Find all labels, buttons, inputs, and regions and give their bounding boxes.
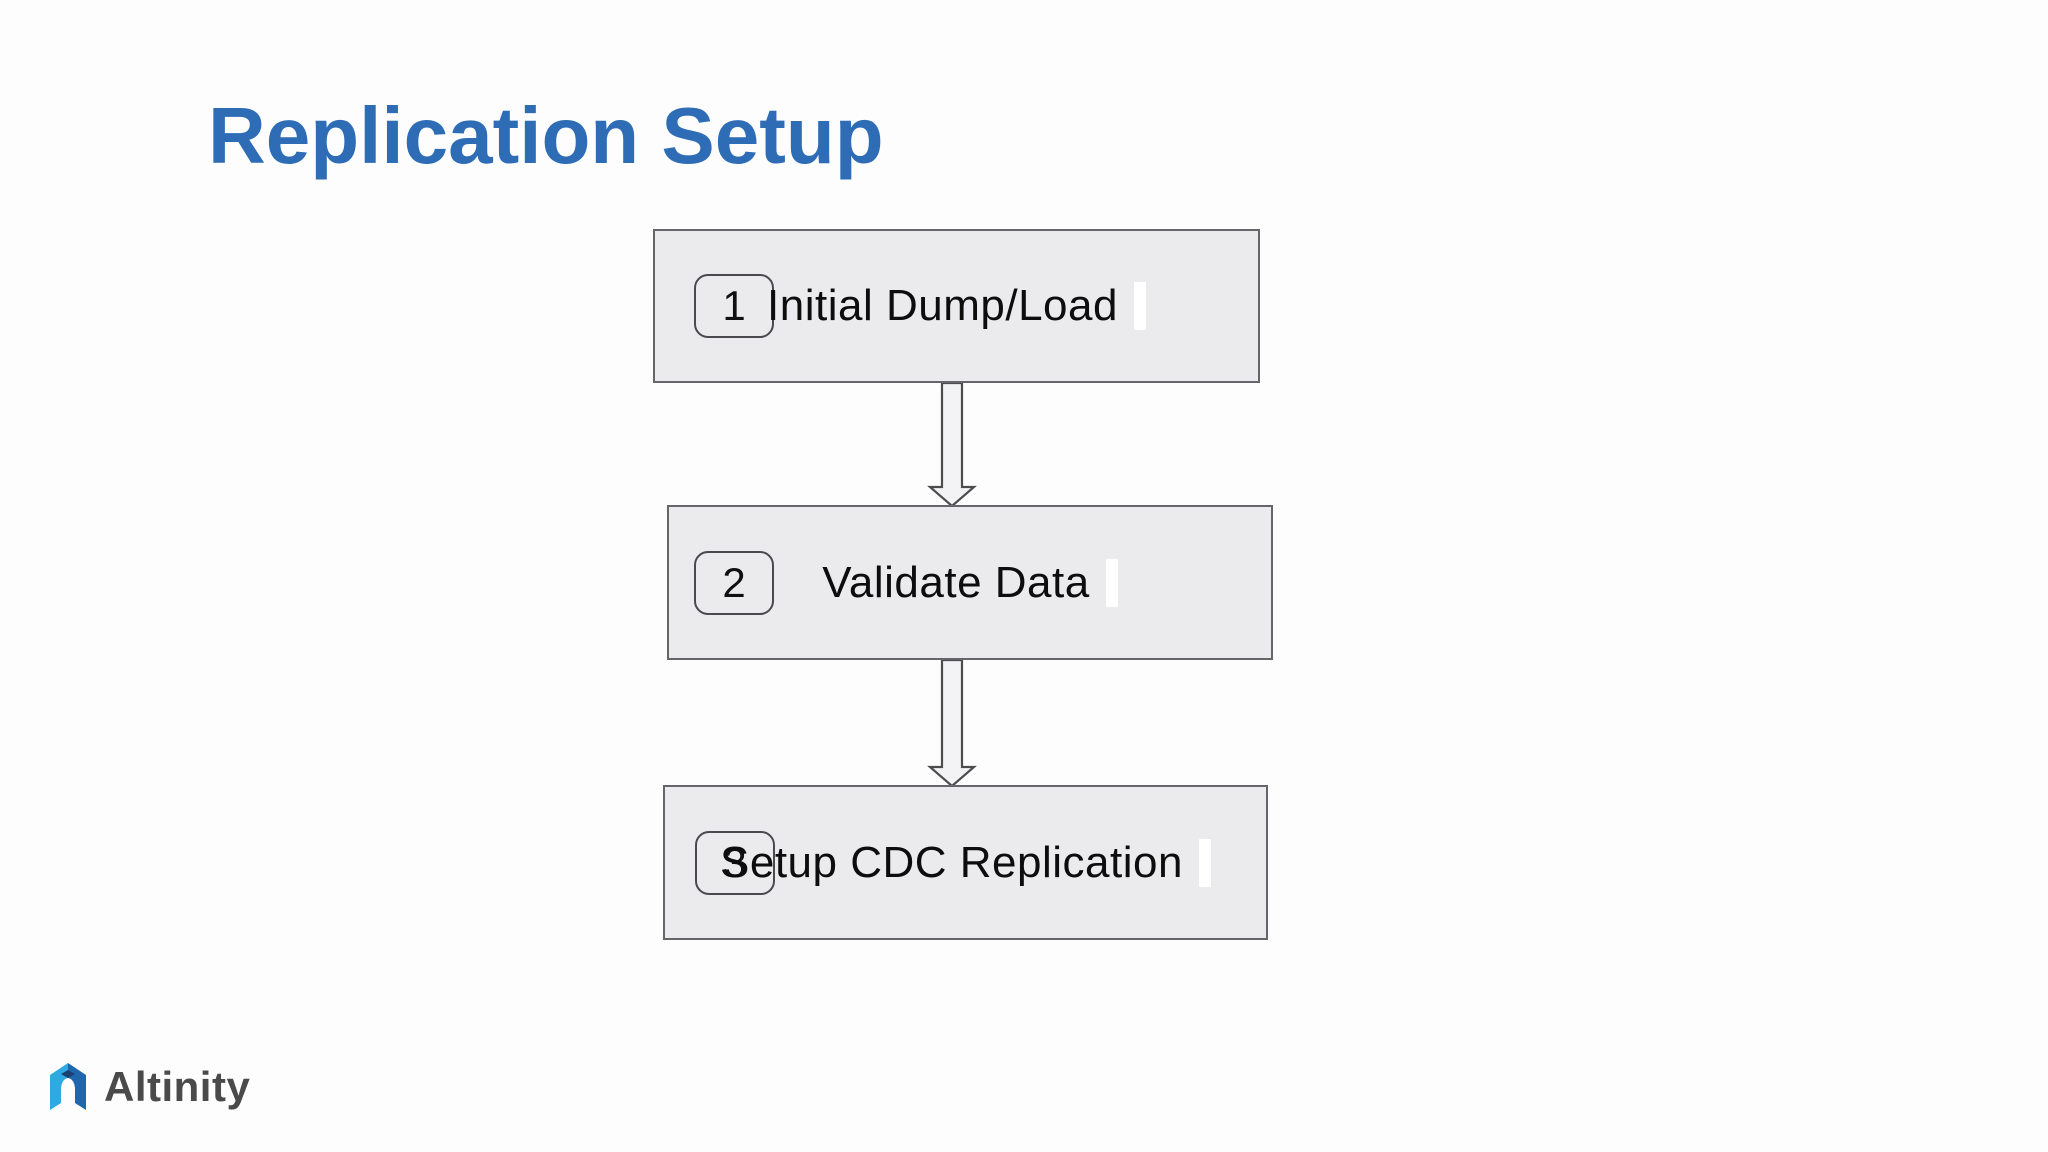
step-number-badge: 1 bbox=[694, 274, 774, 338]
step-label-wrap: Validate Data bbox=[669, 507, 1271, 658]
altinity-wordmark: Altinity bbox=[104, 1063, 251, 1110]
cursor-artifact bbox=[1198, 838, 1211, 887]
flow-step-3: 3 Setup CDC Replication bbox=[663, 785, 1268, 940]
down-arrow-icon bbox=[908, 660, 996, 787]
step-label: Validate Data bbox=[822, 557, 1090, 607]
cursor-artifact bbox=[1105, 558, 1118, 607]
flow-step-1: 1 Initial Dump/Load bbox=[653, 229, 1260, 383]
step-label: Initial Dump/Load bbox=[767, 281, 1118, 330]
page-title: Replication Setup bbox=[208, 90, 884, 180]
flow-step-2: 2 Validate Data bbox=[667, 505, 1273, 660]
down-arrow-icon bbox=[908, 383, 996, 507]
altinity-logo: Altinity bbox=[48, 1062, 250, 1112]
step-number-badge: 3 bbox=[695, 830, 775, 895]
step-label: Setup CDC Replication bbox=[720, 837, 1183, 887]
step-number-badge: 2 bbox=[694, 550, 774, 615]
step-label-wrap: Setup CDC Replication bbox=[665, 787, 1266, 938]
altinity-logo-icon bbox=[50, 1063, 86, 1110]
step-label-wrap: Initial Dump/Load bbox=[655, 231, 1258, 381]
cursor-artifact bbox=[1133, 282, 1146, 330]
